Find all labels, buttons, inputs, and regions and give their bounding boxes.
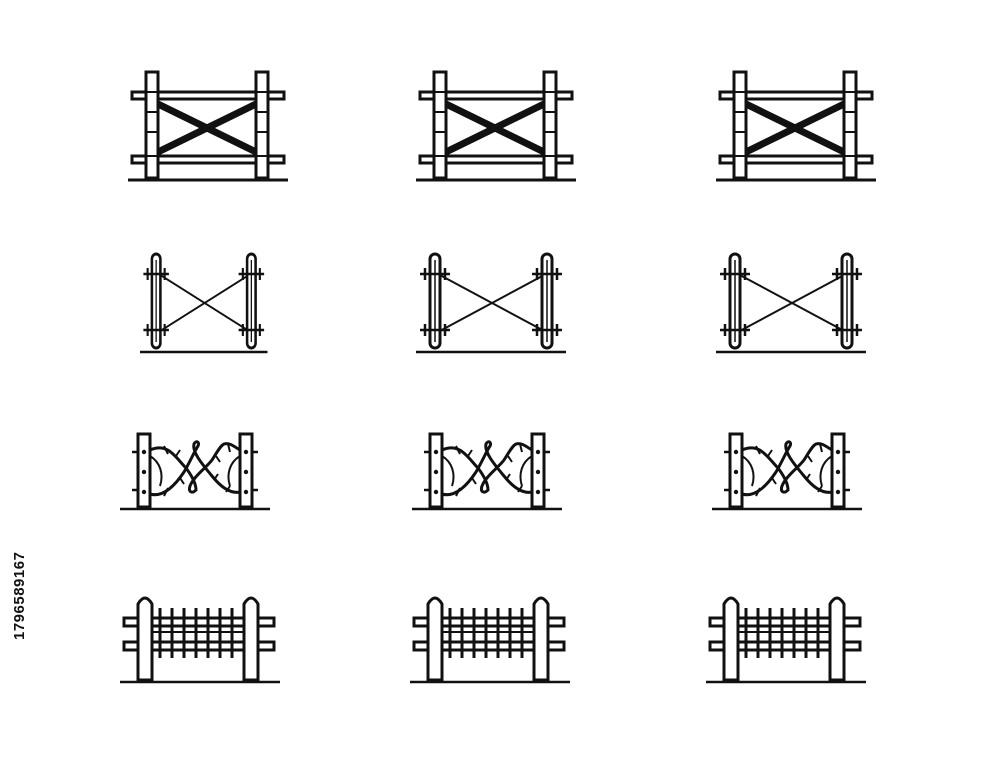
picket-fence-icon [704,596,868,684]
picket-fence-icon [408,596,572,684]
barbed-post-fence-icon [414,252,568,354]
barbed-wire-fence-icon [410,432,564,511]
barbed-wire-fence-icon [118,432,272,511]
picket-fence-icon [118,596,282,684]
barbed-post-fence-icon [138,252,269,354]
stock-image-id: 1796589167 [11,551,28,640]
cross-braced-fence-icon [416,72,576,180]
cross-braced-fence-icon [128,72,288,180]
cross-braced-fence-icon [716,72,876,180]
barbed-post-fence-icon [714,252,868,354]
barbed-wire-fence-icon [710,432,864,511]
